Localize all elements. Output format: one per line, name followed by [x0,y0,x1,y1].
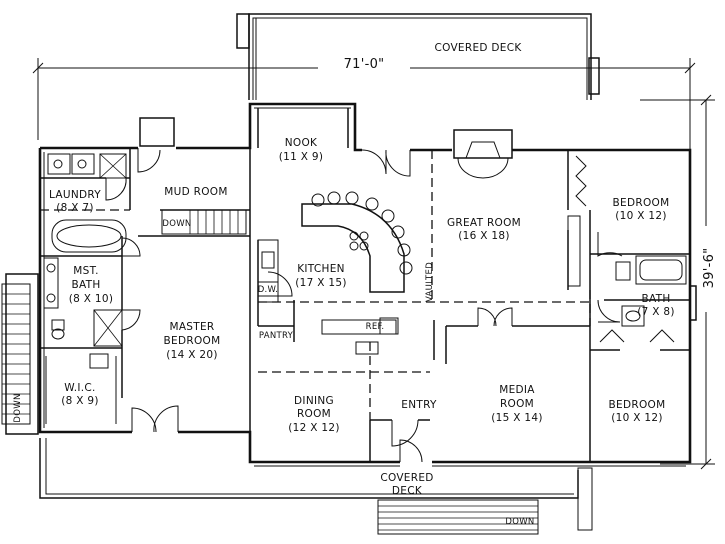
covered-deck-top [236,13,600,100]
right-window [689,285,697,321]
stair-mud-room [161,209,247,235]
room-labels: COVERED DECK NOOK (11 X 9) LAUNDRY (8 X … [13,42,675,527]
right-bath-fixtures [567,215,687,327]
entry-label: ENTRY [401,399,437,411]
width-dimension: 71'-0" [32,56,696,152]
master-bedroom-line1: MASTER [169,321,214,333]
ref-label: REF. [366,322,385,332]
laundry-size: (8 X 7) [56,202,94,214]
bedroom2-size: (10 X 12) [611,412,662,424]
bath-name: BATH [641,293,670,305]
depth-dimension: 39'-6" [640,94,717,470]
bedroom2-name: BEDROOM [609,399,666,411]
wic-name: W.I.C. [64,382,95,394]
master-bedroom-size: (14 X 20) [166,349,217,361]
kitchen-name: KITCHEN [297,263,345,275]
great-room-size: (16 X 18) [458,230,509,242]
nook-size: (11 X 9) [279,151,324,163]
mud-room-name: MUD ROOM [164,186,227,198]
laundry-fixtures [47,153,127,179]
master-bedroom-line2: BEDROOM [164,335,221,347]
dining-line2: ROOM [297,408,331,420]
great-room-name: GREAT ROOM [447,217,521,229]
wic-shelves [45,353,117,424]
covered-deck-bottom-line1: COVERED [380,472,433,484]
pantry-label: PANTRY [259,331,294,341]
mud-down-label: DOWN [162,219,191,229]
bath-size: (7 X 8) [637,306,675,318]
wic-size: (8 X 9) [61,395,99,407]
dining-size: (12 X 12) [288,422,339,434]
mst-bath-size: (8 X 10) [69,293,114,305]
master-bath-fixtures [43,219,127,347]
overall-width-label: 71'-0" [344,57,385,72]
bedroom1-size: (10 X 12) [615,210,666,222]
mst-bath-line2: BATH [71,279,100,291]
dishwasher-label: D.W. [258,285,279,295]
dashed-lines [40,150,591,420]
vaulted-label: VAULTED [425,262,435,302]
chimney-box [139,117,175,147]
covered-deck-top-label: COVERED DECK [434,42,522,54]
bedroom1-name: BEDROOM [613,197,670,209]
dining-line1: DINING [294,395,334,407]
covered-deck-bottom [39,438,593,535]
kitchen-size: (17 X 15) [295,277,346,289]
exterior-walls [38,102,692,467]
media-size: (15 X 14) [491,412,542,424]
bottom-down-label: DOWN [505,517,534,527]
mst-bath-line1: MST. [73,265,98,277]
nook-name: NOOK [285,137,318,149]
kitchen-island [301,191,413,293]
left-deck-stairs [1,273,39,435]
doors [105,148,623,463]
closets [575,155,675,343]
laundry-name: LAUNDRY [49,189,101,201]
interior-walls [40,108,690,462]
media-line1: MEDIA [499,384,535,396]
fireplace [453,129,513,179]
overall-depth-label: 39'-6" [702,248,717,289]
left-down-label: DOWN [13,393,23,422]
media-line2: ROOM [500,398,534,410]
covered-deck-bottom-line2: DECK [392,485,423,497]
